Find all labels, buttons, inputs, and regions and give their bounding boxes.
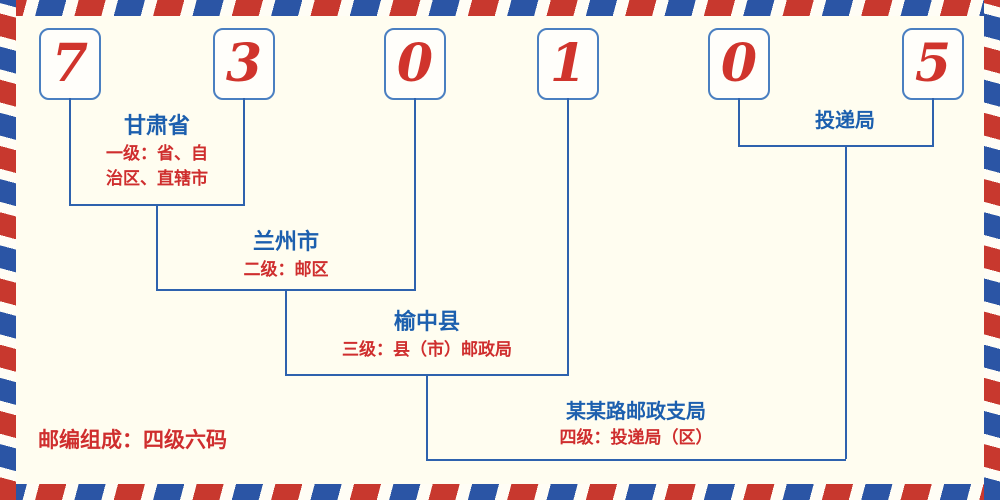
level3-desc: 三级：县（市）邮政局 <box>342 340 512 360</box>
level3-place: 榆中县 <box>393 310 460 335</box>
connector-line <box>567 98 569 374</box>
airmail-stripe-left <box>0 0 16 500</box>
postal-digit-box-2: 3 <box>213 28 275 100</box>
connector-line <box>426 459 846 461</box>
level1-desc-line1: 一级：省、自 <box>106 144 208 164</box>
level2-desc: 二级：邮区 <box>243 260 329 280</box>
level1-desc-line2: 治区、直辖市 <box>106 169 208 189</box>
level4-desc: 四级：投递局（区） <box>559 428 713 448</box>
postal-digit-box-3: 0 <box>384 28 446 100</box>
connector-line <box>156 205 158 290</box>
postal-digit-box-1: 7 <box>39 28 101 100</box>
postal-digit-6: 5 <box>914 33 952 94</box>
postal-digit-2: 3 <box>225 33 263 94</box>
connector-line <box>932 98 934 145</box>
level2-label: 兰州市 二级：邮区 <box>196 228 376 283</box>
postal-digit-box-5: 0 <box>708 28 770 100</box>
connector-line <box>285 290 287 375</box>
level1-label: 甘肃省 一级：省、自 治区、直辖市 <box>67 112 247 192</box>
level4-label: 某某路邮政支局 四级：投递局（区） <box>506 396 766 451</box>
postal-code-composition-note: 邮编组成：四级六码 <box>38 428 227 452</box>
airmail-stripe-right <box>984 0 1000 500</box>
postal-digit-4: 1 <box>549 33 587 94</box>
postal-digit-box-4: 1 <box>537 28 599 100</box>
postal-digit-3: 0 <box>396 33 434 94</box>
delivery-office-place: 投递局 <box>815 108 875 132</box>
connector-line <box>69 98 71 205</box>
postal-digit-5: 0 <box>720 33 758 94</box>
level1-place: 甘肃省 <box>123 114 190 139</box>
postal-digit-1: 7 <box>51 33 89 94</box>
level3-label: 榆中县 三级：县（市）邮政局 <box>307 308 547 363</box>
connector-line <box>426 375 428 460</box>
connector-line <box>243 98 245 204</box>
level4-place: 某某路邮政支局 <box>566 399 706 423</box>
postal-digit-box-6: 5 <box>902 28 964 100</box>
airmail-stripe-top <box>0 0 1000 16</box>
delivery-office-label: 投递局 <box>785 105 905 135</box>
connector-line <box>414 98 416 289</box>
connector-line <box>738 98 740 146</box>
level2-place: 兰州市 <box>252 230 319 255</box>
airmail-stripe-bottom <box>0 484 1000 500</box>
connector-line <box>845 146 847 459</box>
connector-line <box>738 145 934 147</box>
